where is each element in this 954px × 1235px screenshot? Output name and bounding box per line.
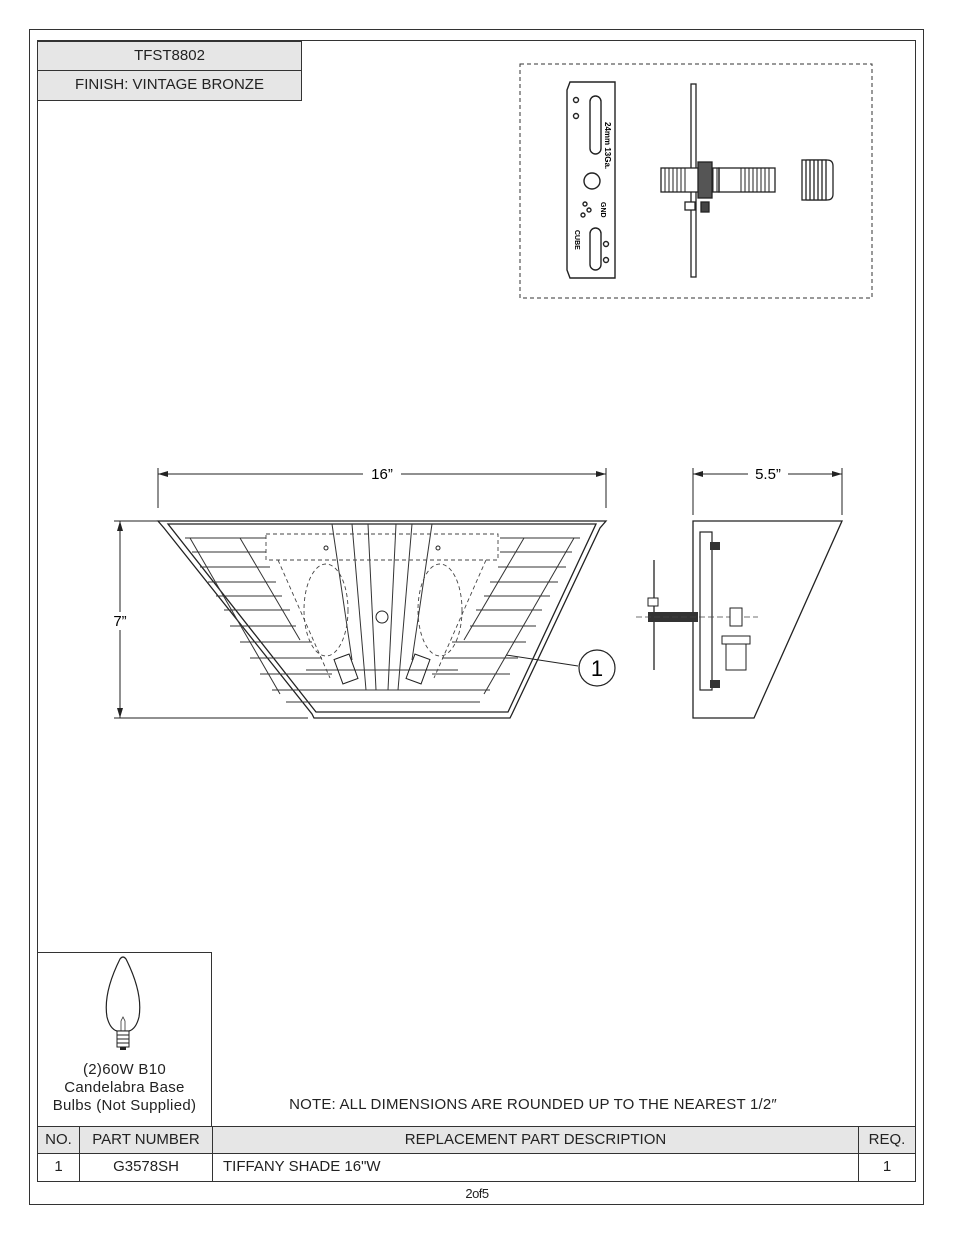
- table-header-description: REPLACEMENT PART DESCRIPTION: [212, 1126, 859, 1154]
- hidden-backplate-and-bulbs: [265, 533, 499, 679]
- cube-text: CUBE: [573, 230, 580, 250]
- side-backplate: [699, 531, 713, 691]
- row-1-part-number: G3578SH: [113, 1158, 179, 1175]
- hardware-detail-diagram: 24mm 13Ga. GND CUBE: [519, 63, 873, 299]
- depth-dimension-label: 5.5”: [755, 466, 781, 483]
- model-number: TFST8802: [134, 47, 205, 64]
- tiffany-shade-outline: [156, 520, 608, 719]
- hardware-detail-border: [519, 63, 873, 299]
- cap-nut: [801, 159, 834, 201]
- bulb-line-1: (2)60W B10: [82, 1061, 167, 1078]
- candelabra-bulb-icon: [105, 956, 141, 1050]
- crossbar-spec-text: 24mm 13Ga.: [603, 122, 612, 169]
- row-1-no: 1: [54, 1158, 63, 1175]
- header-no-label: NO.: [45, 1131, 72, 1148]
- page-number: 2of5: [465, 1186, 489, 1201]
- table-cell-no: 1: [37, 1153, 80, 1182]
- callout-circle: [578, 649, 616, 687]
- callout-number: 1: [591, 656, 603, 681]
- bulb-sockets: [323, 545, 441, 685]
- side-socket: [721, 607, 751, 671]
- crossbar-plate: [566, 81, 616, 279]
- table-header-req: REQ.: [858, 1126, 916, 1154]
- finish-label: FINISH: VINTAGE BRONZE: [75, 76, 264, 93]
- row-1-req: 1: [882, 1158, 892, 1175]
- finish-cell: FINISH: VINTAGE BRONZE: [37, 70, 302, 101]
- height-dimension-label: 7”: [113, 613, 126, 630]
- model-number-cell: TFST8802: [37, 41, 302, 71]
- front-view-drawing: 16” 7”: [110, 465, 616, 719]
- table-cell-req: 1: [858, 1153, 916, 1182]
- side-view-drawing: 5.5”: [636, 465, 844, 719]
- bulb-line-3: Bulbs (Not Supplied): [52, 1097, 197, 1114]
- table-header-no: NO.: [37, 1126, 80, 1154]
- dimensions-note: NOTE: ALL DIMENSIONS ARE ROUNDED UP TO T…: [289, 1096, 777, 1113]
- table-cell-part-number: G3578SH: [79, 1153, 213, 1182]
- side-shade-outline: [692, 520, 844, 719]
- header-part-number-label: PART NUMBER: [92, 1131, 200, 1148]
- row-1-description: TIFFANY SHADE 16"W: [223, 1158, 381, 1175]
- header-req-label: REQ.: [868, 1131, 906, 1148]
- table-cell-description: TIFFANY SHADE 16"W: [212, 1153, 859, 1182]
- nipple-assembly: [660, 83, 776, 278]
- shade-lead-pattern: [185, 523, 580, 703]
- width-dimension-label: 16”: [371, 466, 393, 483]
- callout-leader: [505, 654, 579, 667]
- bulb-description: (2)60W B10 Candelabra Base Bulbs (Not Su…: [38, 1061, 211, 1115]
- table-header-part-number: PART NUMBER: [79, 1126, 213, 1154]
- ground-text: GND: [599, 202, 606, 218]
- bulb-line-2: Candelabra Base: [64, 1079, 185, 1096]
- header-description-label: REPLACEMENT PART DESCRIPTION: [404, 1131, 667, 1148]
- outer-border: [29, 29, 924, 1205]
